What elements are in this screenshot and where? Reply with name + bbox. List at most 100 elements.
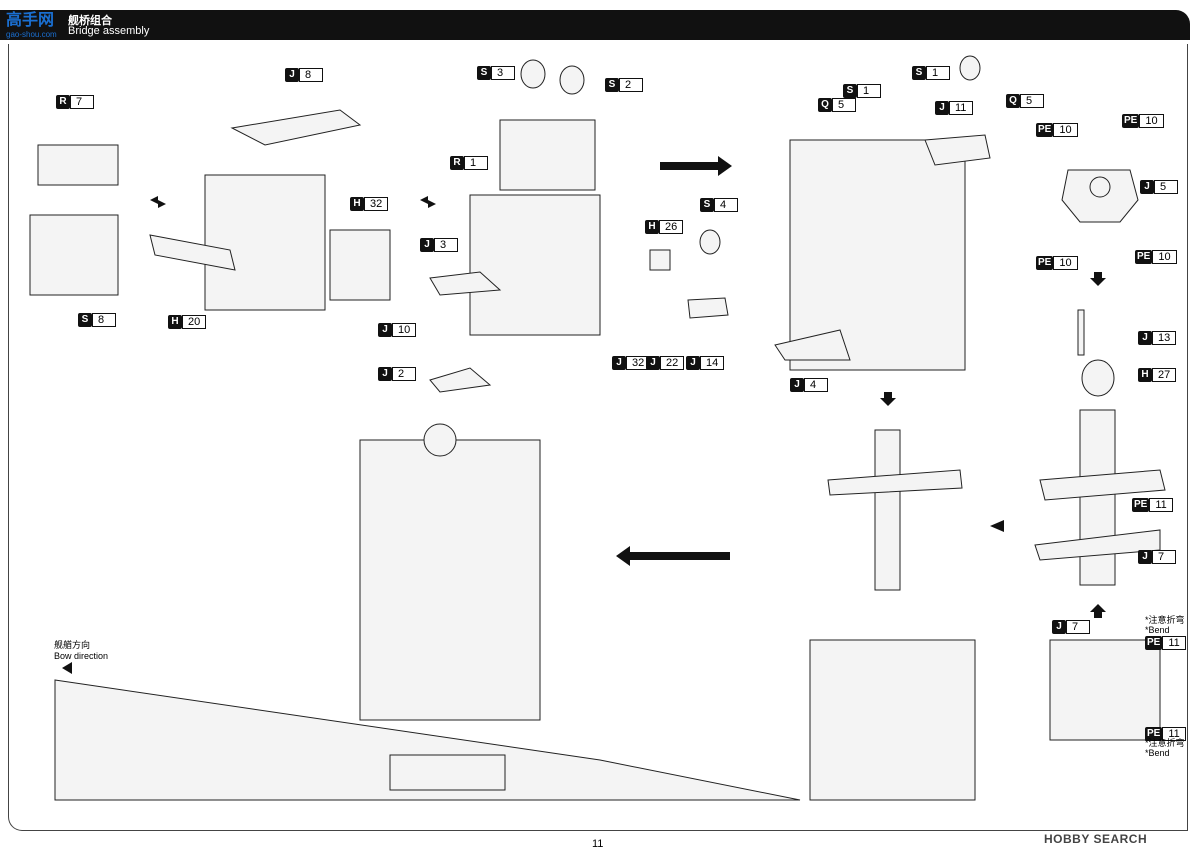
part-number: 11 (1162, 636, 1187, 650)
final-island (359, 439, 541, 721)
logo-sub: gao-shou.com (6, 30, 57, 39)
part-letter: H (645, 220, 659, 234)
part-letter: H (350, 197, 364, 211)
mast-middle (874, 429, 901, 591)
part-letter: J (790, 378, 804, 392)
title-zh: 舰桥组合 (68, 15, 112, 27)
site-logo: 高手网 gao-shou.com (6, 6, 64, 40)
part-number: 7 (70, 95, 94, 109)
upper-bridge-r1 (499, 119, 596, 191)
radar-s3 (520, 59, 546, 89)
bend-note-2: *注意折弯 *Bend (1145, 738, 1185, 758)
part-letter: S (78, 313, 92, 327)
title-en: Bridge assembly (68, 25, 150, 37)
mast-platform-1 (1039, 469, 1166, 501)
part-number: 5 (1020, 94, 1044, 108)
arrow-left-1 (990, 520, 1004, 532)
part-letter: J (686, 356, 700, 370)
part-number: 11 (1162, 727, 1187, 741)
part-number: 20 (182, 315, 207, 329)
part-letter: R (450, 156, 464, 170)
page-frame (8, 44, 1188, 831)
mast-mid-platform (827, 469, 963, 496)
part-letter: S (700, 198, 714, 212)
part-h32 (329, 229, 391, 301)
part-letter: Q (1006, 94, 1020, 108)
part-letter: R (56, 95, 70, 109)
part-number: 10 (1139, 114, 1164, 128)
bow-en: Bow direction (54, 651, 109, 661)
part-letter: S (843, 84, 857, 98)
part-letter: PE (1036, 123, 1054, 137)
bend-note-1: *注意折弯 *Bend (1145, 615, 1185, 635)
part-number: 14 (700, 356, 725, 370)
bridge-base (204, 174, 326, 311)
radar-s4 (699, 229, 721, 255)
part-number: 7 (1066, 620, 1090, 634)
part-number: 22 (660, 356, 685, 370)
bridge-part-r7 (37, 144, 119, 186)
part-letter: PE (1036, 256, 1054, 270)
part-number: 10 (392, 323, 417, 337)
part-letter: J (1052, 620, 1066, 634)
bend-note-2-zh: *注意折弯 (1145, 738, 1185, 748)
part-number: 4 (804, 378, 828, 392)
part-number: 1 (464, 156, 488, 170)
part-j14 (687, 297, 729, 319)
part-j13 (1077, 309, 1085, 356)
header-bar (0, 10, 1190, 40)
part-letter: H (1138, 368, 1152, 382)
arrow-down-2 (880, 392, 896, 406)
arrow-step1 (150, 196, 166, 208)
mast-detail (1049, 639, 1161, 741)
deck-outline (389, 754, 506, 791)
part-number: 3 (491, 66, 515, 80)
radar-s2 (559, 65, 585, 95)
radar-h27 (1081, 359, 1115, 397)
part-letter: J (285, 68, 299, 82)
part-number: 11 (949, 101, 973, 115)
watermark: HOBBY SEARCH (1044, 832, 1148, 846)
part-number: 2 (392, 367, 416, 381)
part-letter: PE (1135, 250, 1153, 264)
part-number: 1 (926, 66, 950, 80)
part-letter: J (612, 356, 626, 370)
page-number: 11 (592, 838, 604, 850)
part-letter: PE (1132, 498, 1150, 512)
part-number: 11 (1149, 498, 1174, 512)
part-number: 27 (1152, 368, 1177, 382)
part-j3 (429, 271, 502, 296)
part-letter: PE (1122, 114, 1140, 128)
part-letter: J (420, 238, 434, 252)
part-number: 26 (659, 220, 684, 234)
part-letter: S (477, 66, 491, 80)
part-letter: J (646, 356, 660, 370)
part-number: 7 (1152, 550, 1176, 564)
part-number: 1 (857, 84, 881, 98)
bow-arrow (62, 662, 72, 674)
bend-note-2-en: *Bend (1145, 748, 1170, 758)
arrow-step2 (420, 196, 436, 208)
